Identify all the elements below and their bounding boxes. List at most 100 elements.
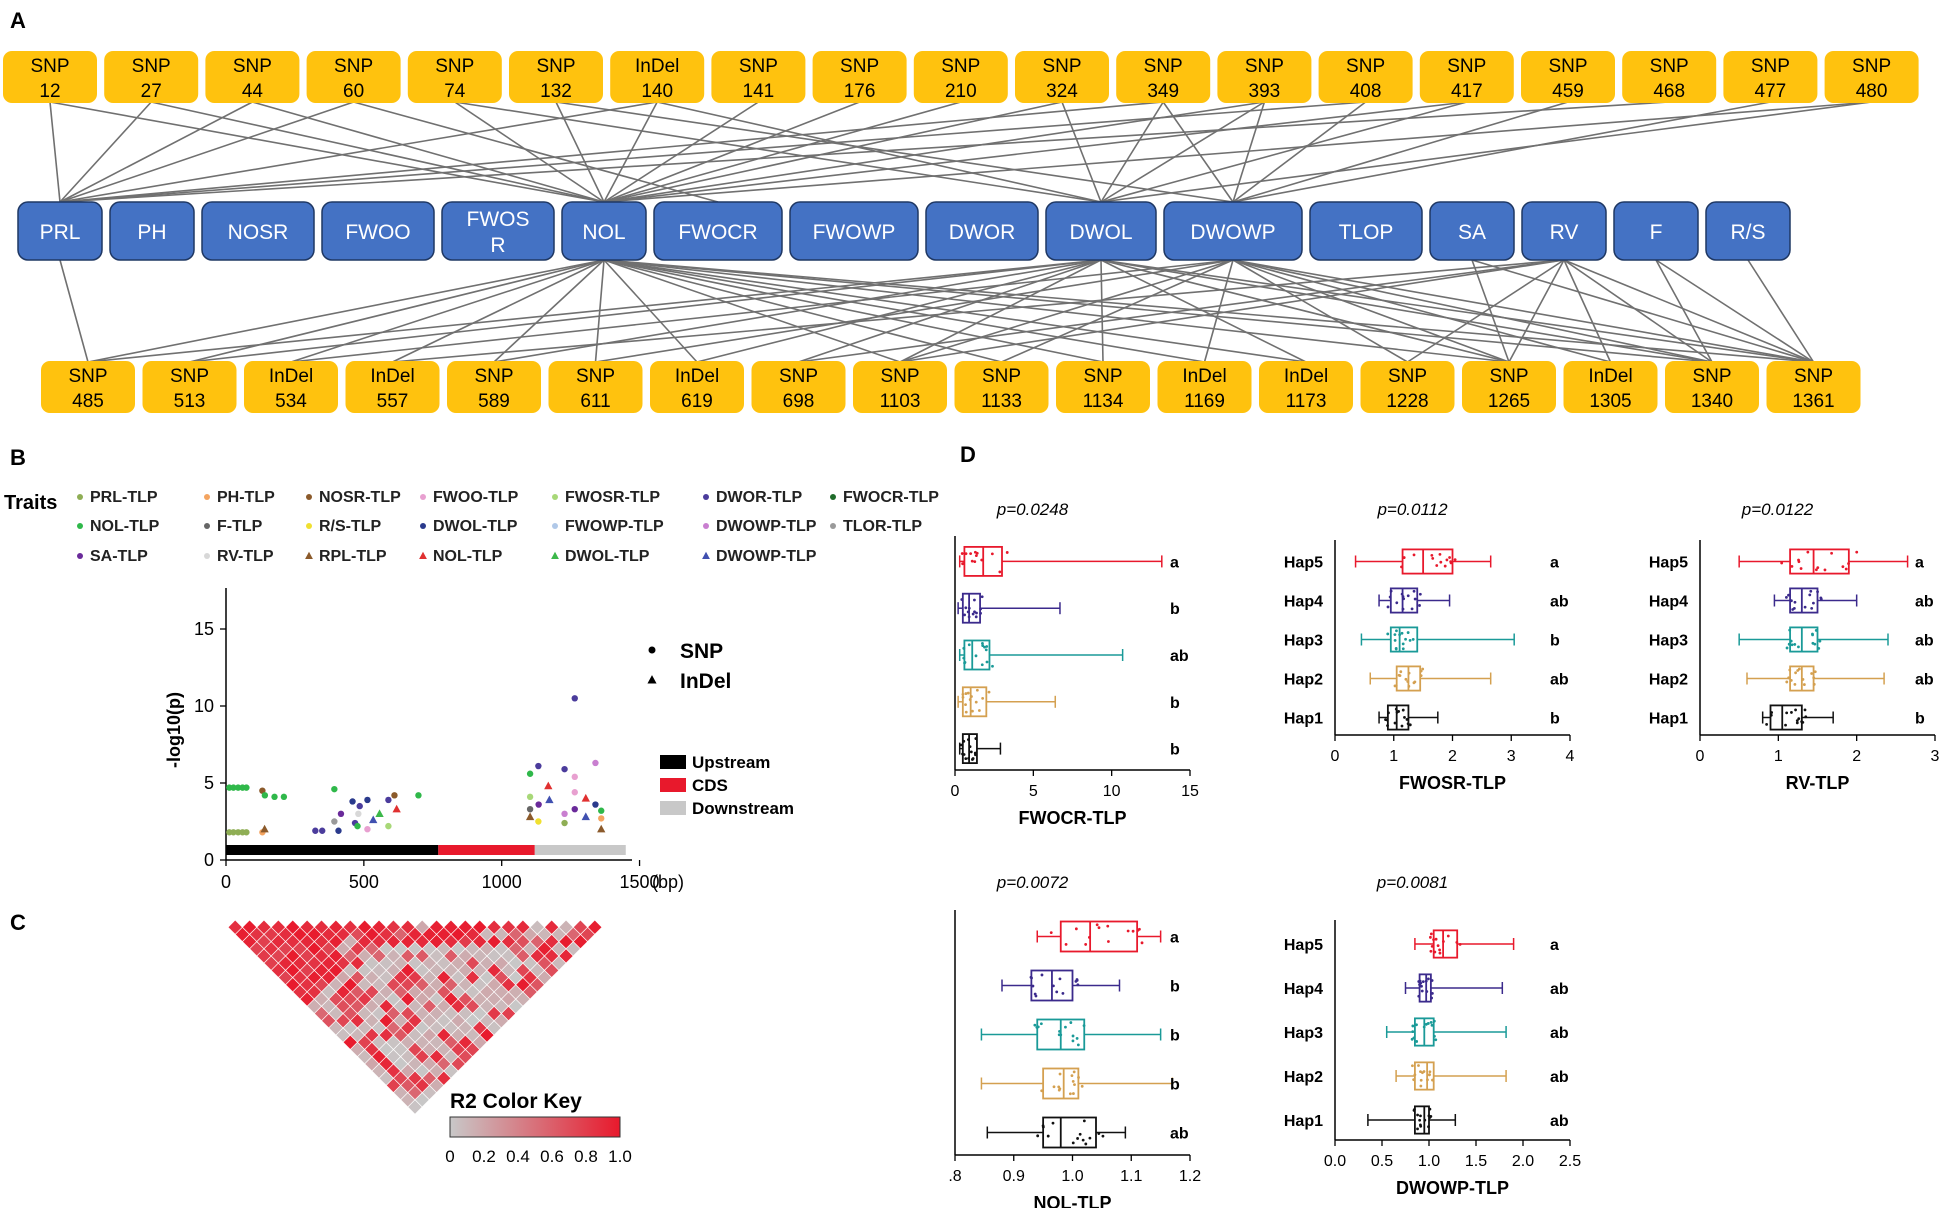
ld-cell [437, 970, 451, 985]
ld-cell [580, 927, 595, 942]
legend-glyph-17 [419, 551, 427, 559]
boxplot-box [1789, 626, 1819, 653]
marker-top-3-box [306, 51, 401, 103]
boxplot-jitter-dot [1078, 1132, 1082, 1136]
ld-cell [322, 970, 336, 985]
ld-cell [501, 1006, 516, 1021]
ld-cell [343, 992, 357, 1006]
boxplot-jitter-dot [1040, 973, 1044, 977]
ld-cell [379, 999, 393, 1013]
link-bottom-41 [1563, 259, 1713, 363]
ld-cell [501, 934, 516, 949]
link-bottom-47 [1563, 259, 1814, 363]
boxplot-jitter-dot [962, 646, 966, 650]
trait-node-box [1705, 201, 1791, 261]
boxplot-x-tick-label: 1 [1774, 748, 1783, 765]
boxplot-jitter-dot [1064, 942, 1068, 946]
ld-cell [365, 999, 379, 1013]
boxplot-jitter-dot [962, 739, 966, 743]
link-top-13 [603, 101, 658, 203]
boxplot-jitter-dot [1416, 1113, 1419, 1117]
ld-cell [293, 927, 307, 942]
y-tick-label-2: 10 [194, 696, 214, 716]
boxplot-jitter-dot [1797, 560, 1801, 564]
ld-cell [451, 956, 465, 970]
trait-node-3: FWOO [321, 201, 435, 261]
ld-cell [307, 985, 321, 999]
ld-cell [437, 1028, 451, 1042]
boxplot-jitter-dot [1811, 632, 1814, 636]
ld-cell [357, 920, 372, 934]
boxplot-jitter-dot [1844, 567, 1848, 571]
marker-top-2-position: 44 [242, 81, 264, 102]
boxplot-group-letter: ab [1170, 648, 1189, 665]
boxplot-jitter-dot [1386, 605, 1390, 609]
boxplot-jitter-dot [1386, 724, 1389, 728]
ld-cell [465, 956, 480, 970]
ld-cell [458, 949, 473, 963]
manhattan-point-7 [234, 829, 242, 836]
ld-cell [501, 992, 516, 1006]
boxplot-jitter-dot [1426, 1078, 1429, 1082]
manhattan-point-24 [354, 822, 361, 830]
x-unit-label: (bp) [652, 872, 684, 892]
boxplot-jitter-dot [1401, 708, 1405, 712]
marker-top-15-position: 459 [1552, 81, 1584, 102]
boxplot-jitter-dot [1097, 1132, 1101, 1135]
boxplot-jitter-dot [1431, 557, 1435, 560]
trait-node-label: R/S [1730, 221, 1765, 244]
boxplot-jitter-dot [1441, 940, 1445, 943]
boxplot-x-tick-label: 1.2 [1179, 1168, 1201, 1185]
ld-cell [437, 1014, 451, 1028]
trait-node-7: FWOWP [789, 201, 919, 261]
manhattan-point-55 [598, 815, 605, 822]
ld-cell [566, 927, 580, 942]
boxplot-jitter-dot [1436, 944, 1440, 948]
ld-cell [530, 963, 544, 978]
ld-cell [444, 963, 458, 978]
marker-top-8-type: SNP [840, 56, 879, 77]
boxplot-box [1389, 587, 1419, 614]
boxplot-jitter-dot [1031, 984, 1035, 988]
manhattan-point-16 [312, 827, 319, 834]
boxplot-jitter-dot [961, 692, 965, 696]
link-bottom-11 [594, 259, 605, 363]
y-tick-label-1: 5 [204, 773, 214, 793]
boxplot-jitter-dot [979, 607, 983, 611]
ld-cell [501, 920, 516, 934]
boxplot-jitter-dot [981, 642, 984, 645]
boxplot-jitter-dot [1417, 1064, 1420, 1067]
ld-cell [286, 934, 300, 949]
ld-cell [343, 934, 357, 949]
legend-label-1: PH-TLP [217, 489, 275, 506]
link-bottom-34 [1471, 259, 1510, 363]
marker-top-7-position: 141 [743, 81, 775, 102]
boxplot-jitter-dot [1780, 561, 1784, 565]
ld-cell [357, 1049, 372, 1064]
ld-cell [293, 970, 307, 985]
ld-cell [523, 956, 537, 970]
boxplot-jitter-dot [991, 664, 994, 668]
marker-bottom-9-box [954, 361, 1049, 413]
boxplot-jitter-dot [1819, 597, 1823, 601]
marker-top-18-position: 480 [1856, 81, 1888, 102]
ld-cell [314, 963, 329, 978]
ld-cell [408, 1085, 422, 1100]
boxplot-jitter-dot [1427, 1125, 1430, 1129]
ld-cell [501, 978, 516, 992]
boxplot-x-label: RV-TLP [1786, 773, 1850, 793]
link-top-25 [1232, 101, 1266, 203]
ld-cell [573, 934, 588, 949]
ld-cell [336, 985, 350, 999]
marker-bottom-7-box [751, 361, 846, 413]
boxplot-group-letter: ab [1915, 672, 1934, 689]
trait-node-box [1521, 201, 1607, 261]
boxplot-group-letter: a [1170, 554, 1179, 571]
boxplot-jitter-dot [1412, 589, 1416, 593]
legend-glyph-5 [703, 494, 709, 500]
ld-cell [437, 999, 451, 1013]
legend-glyph-18 [551, 551, 559, 559]
marker-bottom-5-position: 611 [580, 391, 610, 412]
